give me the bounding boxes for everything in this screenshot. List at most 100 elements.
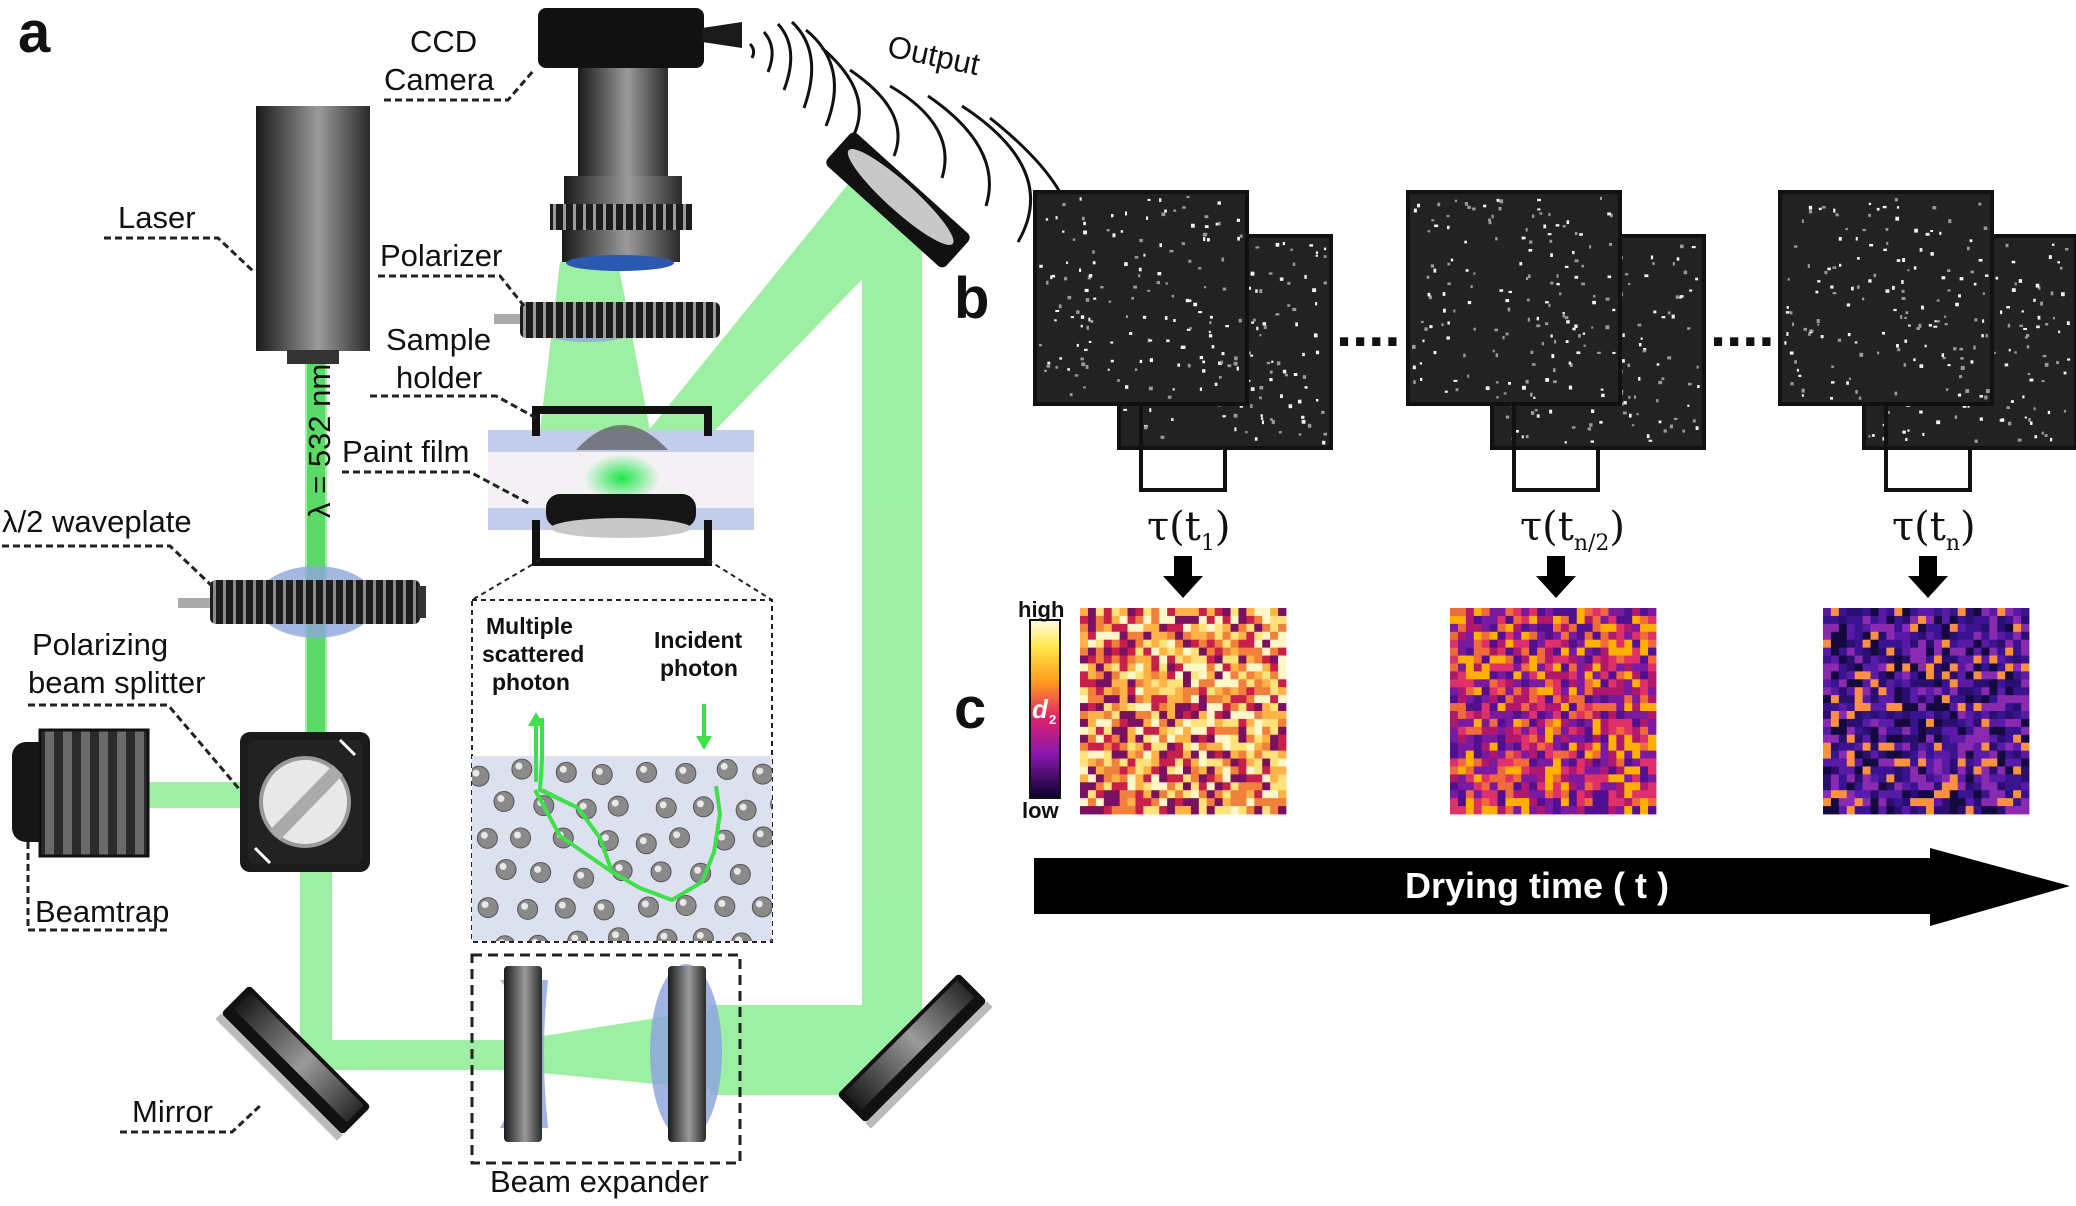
map-pixel (1981, 663, 1990, 672)
map-pixel (1521, 679, 1530, 688)
particle-highlight (559, 765, 567, 773)
speckle-dot (1323, 281, 1327, 285)
speckle-dot (1650, 255, 1654, 260)
map-pixel (1529, 695, 1538, 704)
speckle-dot (1939, 231, 1942, 235)
speckle-dot (1824, 271, 1828, 275)
map-pixel (1246, 703, 1255, 712)
speckle-dot (1431, 219, 1435, 222)
speckle-dot (2025, 333, 2030, 337)
speckle-dot (1208, 334, 1213, 338)
down-arrow (1536, 556, 1576, 598)
speckle-dot (1307, 423, 1312, 428)
map-pixel (2005, 766, 2014, 775)
map-pixel (1973, 726, 1982, 736)
speckle-dot (1171, 418, 1174, 421)
map-pixel (1481, 726, 1491, 736)
speckle-dot (1084, 348, 1088, 351)
map-pixel (1957, 798, 1967, 807)
panel-a-letter: a (18, 0, 51, 65)
map-pixel (1894, 631, 1903, 641)
map-pixel (1127, 623, 1136, 633)
map-pixel (1143, 679, 1152, 688)
map-pixel (1854, 679, 1864, 688)
map-pixel (1568, 758, 1578, 767)
map-pixel (1127, 679, 1136, 688)
map-pixel (1926, 711, 1935, 720)
map-pixel (1553, 679, 1562, 688)
map-pixel (1222, 663, 1231, 672)
map-pixel (1823, 663, 1832, 672)
map-pixel (1862, 758, 1871, 767)
half-waveplate (178, 566, 426, 638)
map-pixel (2013, 647, 2022, 656)
map-pixel (1632, 742, 1641, 752)
map-pixel (1230, 742, 1239, 752)
map-pixel (1823, 679, 1832, 688)
map-pixel (1957, 615, 1967, 625)
map-pixel (1254, 647, 1263, 656)
speckle-dot (1955, 302, 1959, 307)
map-pixel (1933, 655, 1943, 664)
speckle-dot (1786, 332, 1789, 336)
map-pixel (1576, 790, 1586, 799)
map-pixel (1473, 750, 1483, 759)
map-pixel (1624, 750, 1633, 759)
speckle-dot (1188, 259, 1192, 263)
map-pixel (1616, 718, 1625, 728)
speckle-dot (1164, 209, 1167, 213)
map-pixel (1973, 647, 1982, 656)
map-pixel (1616, 806, 1625, 815)
map-pixel (1214, 758, 1224, 767)
speckle-dot (1491, 214, 1494, 219)
speckle-dot (1292, 262, 1296, 266)
map-pixel (1600, 631, 1609, 641)
map-pixel (1497, 790, 1506, 799)
speckle-dot (2036, 325, 2040, 329)
speckle-dot (1896, 344, 1899, 348)
map-pixel (1457, 718, 1467, 728)
speckle-dot (1304, 274, 1307, 279)
map-pixel (1167, 615, 1176, 625)
speckle-dot (1643, 348, 1647, 351)
map-pixel (1473, 798, 1483, 807)
map-pixel (1640, 718, 1649, 728)
map-pixel (1183, 711, 1192, 720)
speckle-dot (1687, 404, 1690, 407)
speckle-dot (1051, 274, 1056, 278)
speckle-dot (1245, 431, 1248, 434)
map-pixel (1854, 758, 1864, 767)
speckle-dot (1965, 389, 1970, 393)
map-pixel (1624, 718, 1633, 728)
map-pixel (1989, 615, 1998, 625)
map-pixel (1230, 734, 1239, 744)
speckle-dot (1146, 216, 1149, 220)
map-pixel (1854, 615, 1864, 625)
map-pixel (1933, 766, 1943, 775)
map-pixel (1553, 798, 1562, 807)
map-pixel (1119, 734, 1128, 744)
speckle-dot (1646, 434, 1650, 439)
speckle-dot (1120, 230, 1124, 233)
map-pixel (1894, 798, 1903, 807)
speckle-dot (1591, 409, 1595, 414)
map-pixel (1095, 623, 1105, 633)
map-pixel (1254, 631, 1263, 641)
map-pixel (1957, 671, 1967, 680)
map-pixel (1949, 639, 1959, 649)
tau-label: τ(tn) (1892, 504, 1976, 556)
map-pixel (1143, 734, 1152, 744)
speckle-dot (1250, 404, 1253, 409)
map-pixel (2021, 623, 2030, 633)
map-pixel (1838, 774, 1848, 783)
map-pixel (1600, 726, 1609, 736)
speckle-dot (1947, 269, 1951, 273)
speckle-dot (1531, 363, 1536, 366)
map-pixel (1568, 726, 1578, 736)
speckle-dot (1656, 363, 1660, 366)
particle-highlight (480, 831, 488, 839)
map-pixel (1278, 655, 1287, 664)
map-pixel (1270, 742, 1279, 752)
speckle-dot (1547, 233, 1552, 236)
map-pixel (1473, 687, 1483, 696)
